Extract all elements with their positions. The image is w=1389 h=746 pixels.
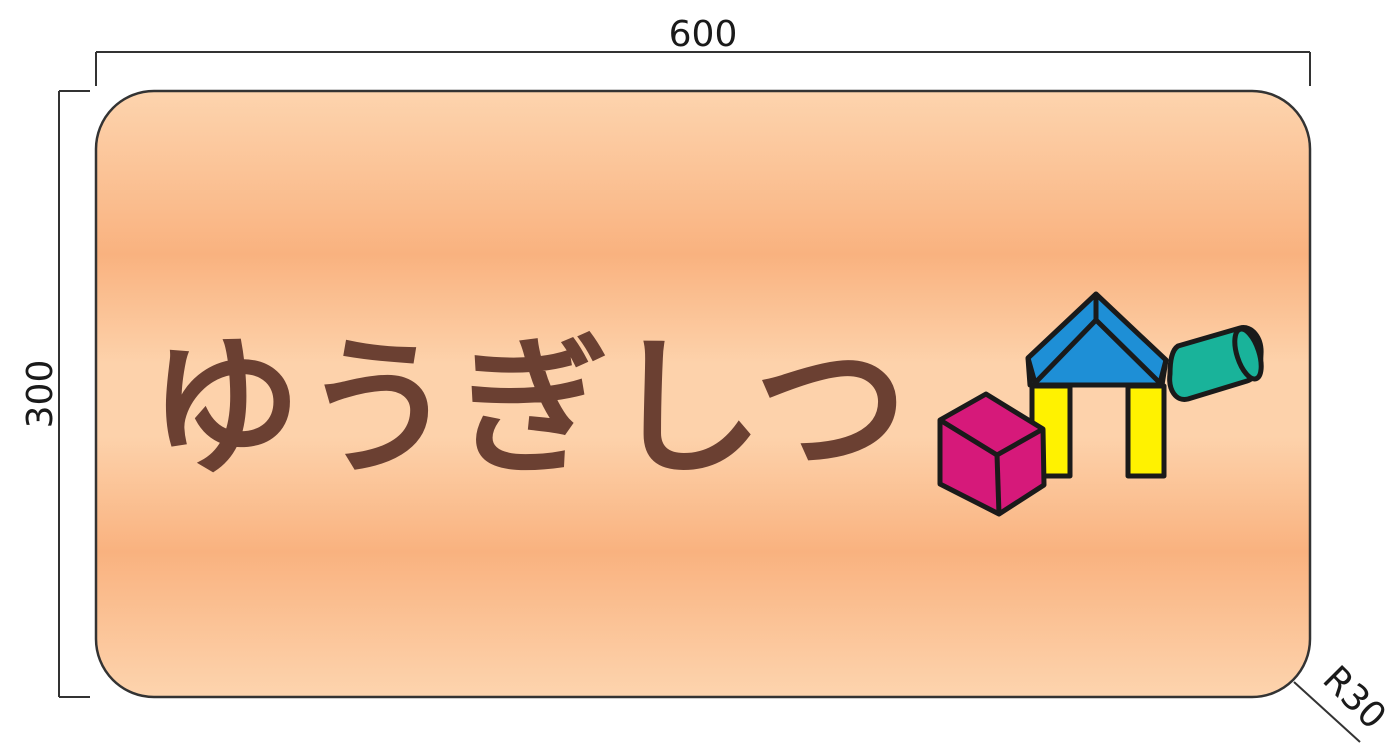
cylinder-block-icon <box>1167 325 1264 402</box>
height-label: 300 <box>20 360 61 429</box>
pillar-block-icon <box>1125 383 1167 479</box>
sign-board <box>94 89 1312 699</box>
triangle-roof-block-icon <box>1025 291 1169 388</box>
height-dimension: 300 <box>20 90 90 698</box>
radius-callout: R30 <box>1293 658 1389 743</box>
sign-text: ゆうぎしつ <box>148 322 908 496</box>
toy-blocks-illustration <box>937 291 1264 517</box>
cube-block-icon <box>937 391 1047 517</box>
width-label: 600 <box>669 14 738 55</box>
radius-label: R30 <box>1315 658 1389 737</box>
width-dimension: 600 <box>95 14 1311 86</box>
